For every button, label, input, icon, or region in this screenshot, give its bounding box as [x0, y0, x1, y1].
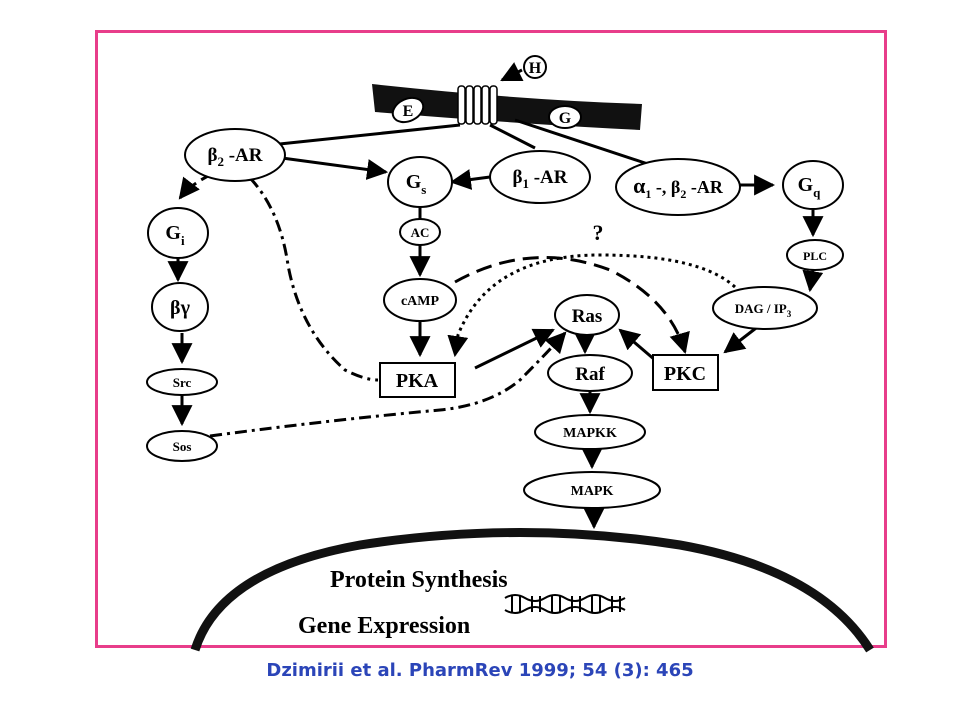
- label-bg: βγ: [170, 297, 191, 319]
- label-pkc: PKC: [664, 363, 706, 385]
- nucleus-gene-expression: Gene Expression: [298, 613, 470, 639]
- label-gi: Gi: [165, 222, 185, 248]
- line-receptor-b2ar: [269, 123, 461, 147]
- citation-text: Dzimirii et al. PharmRev 1999; 54 (3): 4…: [266, 660, 694, 681]
- label-b2-ar: β2 -AR: [207, 145, 262, 169]
- label-mapk: MAPK: [571, 484, 614, 499]
- label-raf: Raf: [575, 364, 605, 385]
- node-pka: [379, 362, 456, 398]
- dna-helix-icon: [504, 594, 626, 614]
- node-gq: [782, 160, 844, 210]
- dashdot-sos-ras: [209, 331, 567, 438]
- node-gi: [147, 207, 209, 259]
- label-ras: Ras: [572, 306, 603, 327]
- membrane-g-badge: [548, 105, 582, 129]
- arrow-pka-ras: [474, 328, 555, 370]
- line-receptor-a1b2ar: [514, 118, 661, 170]
- arrow-plc-dag: [802, 269, 824, 293]
- label-gq: Gq: [798, 174, 822, 200]
- arrow-b1ar-gs: [449, 169, 491, 190]
- arrow-pkc-ras: [618, 328, 656, 362]
- label-mapkk: MAPKK: [563, 426, 617, 441]
- hormone-arrow: [500, 62, 524, 82]
- hormone-h-badge: [523, 55, 547, 79]
- nucleus-envelope: [190, 528, 874, 653]
- dot-dag-pka: [447, 253, 737, 358]
- label-src: Src: [173, 375, 192, 390]
- dashdot-b2ar-pka: [248, 176, 379, 382]
- node-sos: [146, 430, 218, 462]
- node-plc: [786, 239, 844, 271]
- label-question: ?: [593, 220, 604, 245]
- arrow-b2ar-gs: [281, 156, 389, 180]
- node-a1b2-ar: [615, 158, 741, 216]
- nucleus-protein-synthesis: Protein Synthesis: [330, 567, 508, 593]
- hormone-h-label: H: [529, 60, 542, 77]
- membrane-e-badge: [391, 96, 425, 124]
- dash-b2ar-gi: [178, 173, 211, 200]
- line-receptor-b1ar: [489, 123, 536, 150]
- node-camp: [383, 278, 457, 322]
- label-plc: PLC: [803, 249, 827, 263]
- label-pka: PKA: [396, 370, 439, 392]
- label-ac: AC: [411, 225, 430, 240]
- node-src: [146, 368, 218, 396]
- label-sos: Sos: [173, 439, 192, 454]
- node-bg: [151, 282, 209, 332]
- membrane-e-label: E: [403, 103, 414, 120]
- node-gs: [387, 156, 453, 208]
- label-dag-ip3: DAG / IP3: [735, 301, 792, 319]
- node-mapkk: [534, 414, 646, 450]
- label-gs: Gs: [406, 171, 427, 197]
- node-b2-ar: [184, 128, 286, 182]
- node-ac: [399, 218, 441, 246]
- node-b1-ar: [489, 150, 591, 204]
- label-b1-ar: β1 -AR: [512, 167, 567, 191]
- label-a1b2-ar: α1 -, β2 -AR: [633, 173, 724, 201]
- receptor-icon: [457, 85, 498, 125]
- node-raf: [547, 354, 633, 392]
- node-ras: [554, 294, 620, 336]
- membrane-g-label: G: [559, 110, 572, 127]
- node-mapk: [523, 471, 661, 509]
- node-dag-ip3: [712, 286, 818, 330]
- node-pkc: [652, 354, 719, 391]
- label-camp: cAMP: [401, 294, 440, 309]
